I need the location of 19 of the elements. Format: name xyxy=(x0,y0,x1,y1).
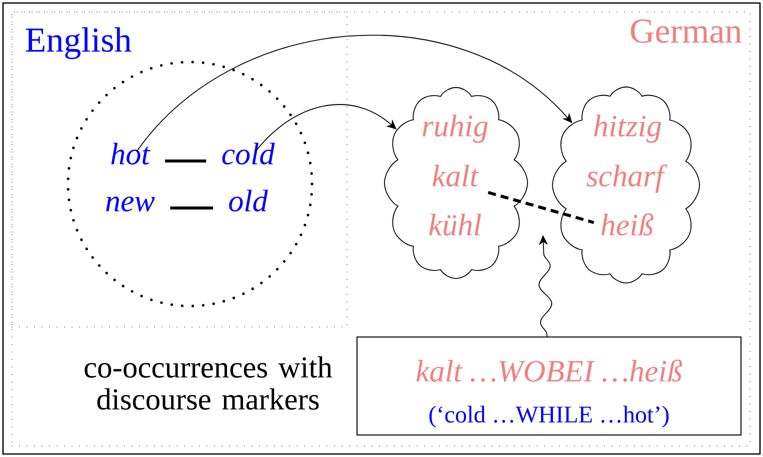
word: hitzig xyxy=(594,114,662,143)
word: hot xyxy=(111,142,150,165)
dotted-circle xyxy=(66,60,314,308)
word: new xyxy=(106,196,155,212)
word: cold xyxy=(222,142,275,165)
word: kalt xyxy=(432,164,479,187)
connector-line xyxy=(165,160,206,162)
text-box: kalt …WOBEI …heiß (‘cold …WHILE …hot’) xyxy=(356,336,742,436)
cloud xyxy=(552,86,700,284)
word: ruhig xyxy=(422,114,488,143)
arrow xyxy=(136,35,572,152)
cloud xyxy=(384,87,528,279)
word: scharf xyxy=(586,164,668,193)
annotation-text: co-occurrences with discourse markers xyxy=(84,356,332,410)
connector-line xyxy=(170,206,213,210)
word: heiß xyxy=(601,213,654,236)
dashed-line xyxy=(488,191,594,224)
word: old xyxy=(229,190,268,212)
word: kühl xyxy=(429,214,482,236)
